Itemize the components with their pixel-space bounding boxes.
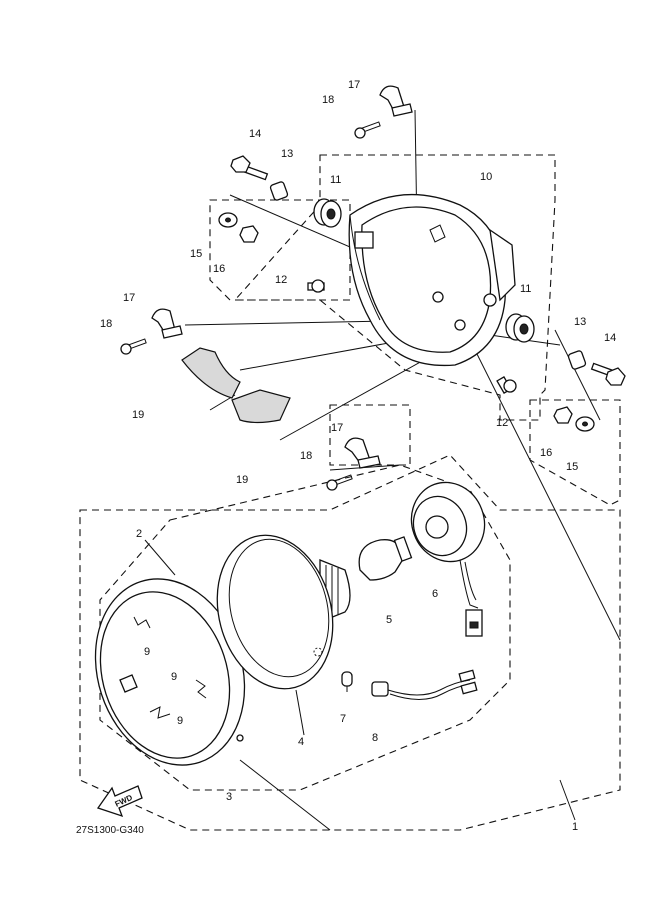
small-screw-left xyxy=(120,338,147,355)
screw-left xyxy=(307,279,325,293)
washer-right xyxy=(575,416,595,432)
callout-4: 4 xyxy=(298,736,304,748)
nut-right xyxy=(553,406,573,424)
grommet-left xyxy=(313,198,342,228)
callout-6: 6 xyxy=(432,588,438,600)
callout-2: 2 xyxy=(136,528,142,540)
lamp-unit-boundary xyxy=(79,454,621,831)
bolt-left xyxy=(230,155,269,181)
small-screw-bottom xyxy=(326,474,353,491)
clamp-left xyxy=(151,308,183,339)
clip-middle xyxy=(195,679,207,699)
right-fastener-boundary xyxy=(529,399,621,506)
callout-17b: 17 xyxy=(123,292,135,304)
collar-right xyxy=(567,350,587,370)
callout-16a: 16 xyxy=(213,263,225,275)
callout-12a: 12 xyxy=(275,274,287,286)
headlight-rim xyxy=(94,578,246,766)
callout-12b: 12 xyxy=(496,417,508,429)
callout-17c: 17 xyxy=(331,422,343,434)
clip-upper xyxy=(133,616,151,629)
callout-13a: 13 xyxy=(281,148,293,160)
callout-11a: 11 xyxy=(330,174,341,186)
callout-15a: 15 xyxy=(190,248,202,260)
callout-19b: 19 xyxy=(236,474,248,486)
headlight-lens-unit xyxy=(216,534,351,690)
callout-labels: 1 2 3 4 5 6 7 8 9 9 9 10 11 11 12 12 13 … xyxy=(100,79,616,833)
damper-left xyxy=(181,347,241,399)
damper-right xyxy=(231,389,291,424)
bulb-socket-cover xyxy=(410,481,486,637)
nut-left xyxy=(239,225,259,243)
position-bulb xyxy=(341,671,353,692)
headlight-housing xyxy=(348,194,516,367)
diagram-code: 27S1300-G340 xyxy=(76,825,144,836)
callout-14a: 14 xyxy=(249,128,261,140)
callout-14b: 14 xyxy=(604,332,616,344)
callout-19a: 19 xyxy=(132,409,144,421)
washer-left xyxy=(218,212,238,228)
callout-9b: 9 xyxy=(171,671,177,683)
callout-8: 8 xyxy=(372,732,378,744)
screw-right xyxy=(496,376,517,394)
callout-9a: 9 xyxy=(144,646,150,658)
callout-18a: 18 xyxy=(322,94,334,106)
callout-7: 7 xyxy=(340,713,346,725)
clip-lower xyxy=(149,706,171,719)
group-boundaries xyxy=(79,154,621,831)
forward-direction-arrow: FWD xyxy=(96,785,143,818)
bolt-right xyxy=(590,362,626,386)
callout-11b: 11 xyxy=(520,283,531,295)
callout-15b: 15 xyxy=(566,461,578,473)
lower-clamp-boundary xyxy=(329,404,411,466)
callout-13b: 13 xyxy=(574,316,586,328)
callout-10: 10 xyxy=(480,171,492,183)
clamp-top xyxy=(379,85,413,117)
collar-left xyxy=(269,181,289,201)
callout-18b: 18 xyxy=(100,318,112,330)
callout-3: 3 xyxy=(226,791,232,803)
callout-5: 5 xyxy=(386,614,392,626)
callout-18c: 18 xyxy=(300,450,312,462)
callout-1: 1 xyxy=(572,821,578,833)
small-screw-top xyxy=(354,121,381,139)
inner-lamp-boundary xyxy=(99,464,511,791)
position-lamp-socket xyxy=(371,669,478,700)
left-fastener-boundary xyxy=(209,199,351,301)
clamp-bottom xyxy=(344,437,381,469)
callout-9c: 9 xyxy=(177,715,183,727)
grommet-right xyxy=(505,313,535,343)
callout-16b: 16 xyxy=(540,447,552,459)
callout-17a: 17 xyxy=(348,79,360,91)
housing-group-boundary xyxy=(233,154,556,421)
headlight-bulb xyxy=(358,536,413,581)
